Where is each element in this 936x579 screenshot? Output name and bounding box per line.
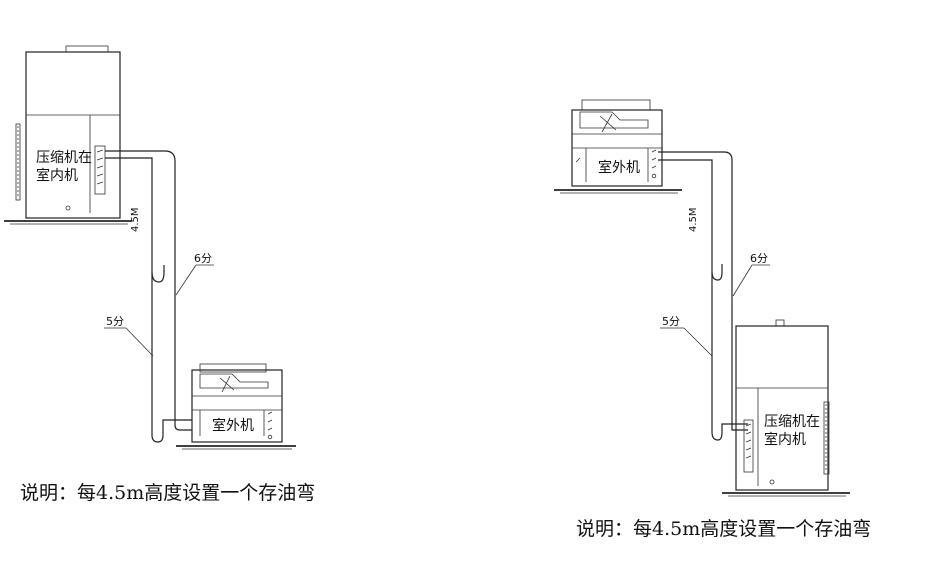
right-liquid-pipe-label: 5分 — [662, 315, 680, 328]
right-refrigerant-pipes: 4.5M 6分 5分 — [658, 151, 770, 441]
right-indoor-label-line1: 压缩机在 — [764, 414, 820, 430]
left-indoor-label-line1: 压缩机在 — [36, 150, 92, 166]
left-indoor-unit: 压缩机在 室内机 — [15, 45, 121, 219]
right-indoor-unit: 压缩机在 室内机 — [735, 319, 830, 491]
right-outdoor-port-markers — [651, 149, 657, 179]
left-refrigerant-pipes: 4.5M 6分 5分 — [104, 150, 214, 443]
right-diagram: 室外机 4.5M 6分 5分 — [554, 99, 850, 497]
left-diagram: 压缩机在 室内机 4.5M 6分 5分 — [4, 45, 296, 450]
left-outdoor-port-markers — [267, 411, 273, 440]
left-gas-pipe-label: 6分 — [194, 252, 212, 265]
left-liquid-pipe-label: 5分 — [106, 315, 124, 328]
left-indoor-port-markers — [96, 149, 104, 185]
left-outdoor-unit: 室外机 — [191, 363, 283, 443]
right-gas-pipe — [658, 151, 748, 431]
right-note: 说明：每4.5m高度设置一个存油弯 — [576, 518, 872, 540]
right-gas-pipe-label: 6分 — [750, 252, 768, 265]
right-indoor-label-line2: 室内机 — [764, 431, 806, 448]
left-outdoor-label: 室外机 — [212, 417, 254, 434]
left-gas-pipe — [105, 150, 192, 431]
right-outdoor-unit: 室外机 — [571, 99, 663, 187]
right-indoor-port-markers — [745, 423, 752, 459]
left-note: 说明：每4.5m高度设置一个存油弯 — [20, 482, 316, 504]
left-height-label: 4.5M — [130, 207, 141, 232]
right-outdoor-label: 室外机 — [598, 159, 640, 176]
right-height-label: 4.5M — [688, 207, 699, 232]
left-indoor-label-line2: 室内机 — [36, 167, 78, 184]
